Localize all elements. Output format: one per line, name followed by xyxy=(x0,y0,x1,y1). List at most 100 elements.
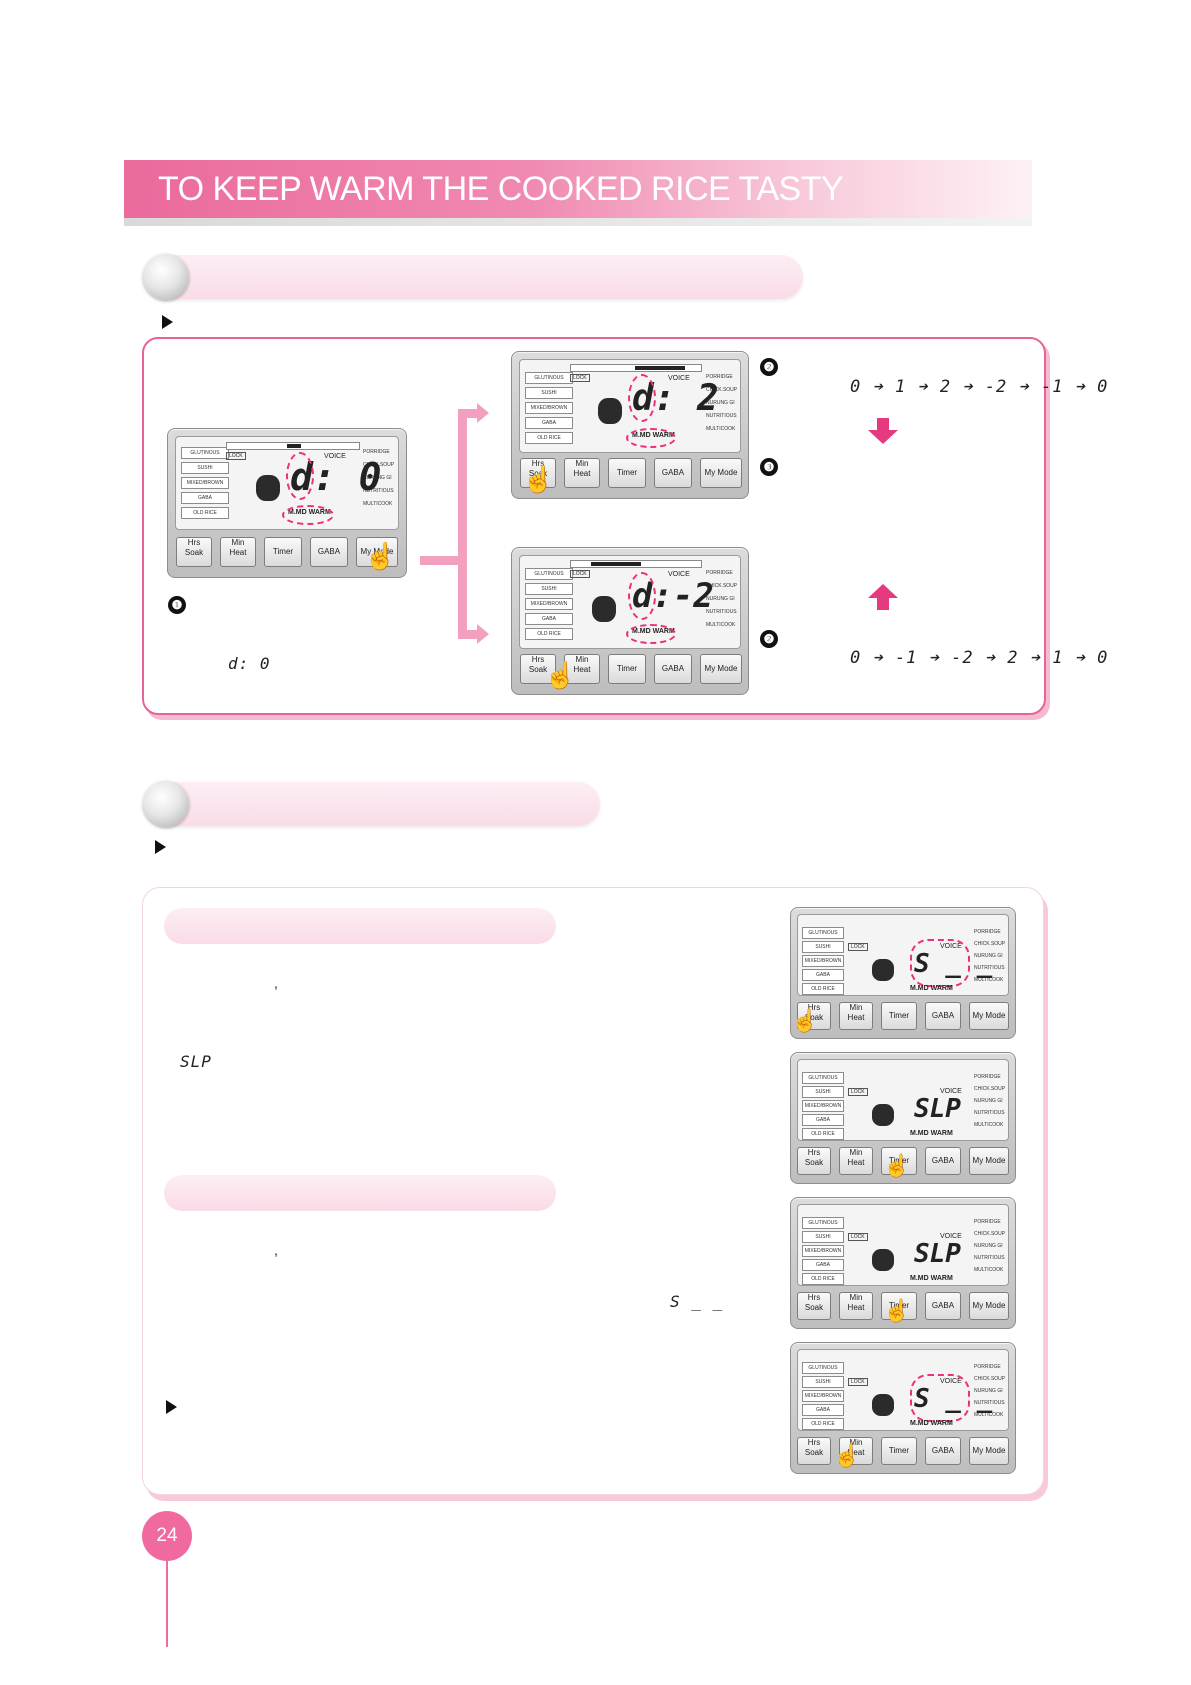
menu-label: MULTICOOK xyxy=(974,1267,1004,1273)
menu-label: MIXED/BROWN xyxy=(802,1245,844,1257)
control-panel-down: GLUTINOUS SUSHI MIXED/BROWN GABA OLD RIC… xyxy=(511,547,749,695)
section1-pointer-icon xyxy=(162,315,173,329)
menu-label: MIXED/BROWN xyxy=(802,1100,844,1112)
menu-labels-right: PORRIDGE CHICK.SOUP NURUNG GI NUTRITIOUS… xyxy=(706,372,737,435)
menu-label: OLD RICE xyxy=(525,628,573,640)
voice-indicator: VOICE xyxy=(940,1088,962,1095)
page-number-badge: 24 xyxy=(142,1511,192,1561)
display-code-slp: SLP xyxy=(180,1052,212,1071)
voice-indicator: VOICE xyxy=(940,1378,962,1385)
gaba-button[interactable]: GABA xyxy=(654,654,692,684)
menu-label: NUTRITIOUS xyxy=(974,1110,1005,1116)
gaba-button[interactable]: GABA xyxy=(310,537,348,567)
menu-label: CHICK.SOUP xyxy=(363,462,395,468)
mymode-button[interactable]: My Mode xyxy=(356,537,398,567)
button-label: Heat xyxy=(573,469,591,478)
arrow-head-icon xyxy=(477,403,489,423)
button-label: Min xyxy=(849,1148,863,1157)
progress-bar xyxy=(570,560,702,568)
control-panel-s2: GLUTINOUS SUSHI MIXED/BROWN GABA OLD RIC… xyxy=(790,1052,1016,1184)
sequence-up: 0 ➔ 1 ➔ 2 ➔ -2 ➔ -1 ➔ 0 xyxy=(850,377,1109,397)
arrow-down-icon xyxy=(868,430,898,444)
gaba-button[interactable]: GABA xyxy=(925,1147,961,1175)
menu-labels-right: PORRIDGE CHICK.SOUP NURUNG GI NUTRITIOUS… xyxy=(363,447,394,510)
progress-segments xyxy=(287,444,301,448)
menu-label: PORRIDGE xyxy=(706,570,733,576)
voice-indicator: VOICE xyxy=(668,571,690,578)
menu-label: SUSHI xyxy=(802,1376,844,1388)
mymode-button[interactable]: My Mode xyxy=(700,654,742,684)
mode-indicator: M.MD WARM xyxy=(910,985,953,992)
timer-button[interactable]: Timer xyxy=(608,458,646,488)
timer-button[interactable]: Timer xyxy=(881,1002,917,1030)
voice-indicator: VOICE xyxy=(324,453,346,460)
mode-highlight xyxy=(282,505,334,525)
lcd-screen: GLUTINOUS SUSHI MIXED/BROWN GABA OLD RIC… xyxy=(519,555,741,649)
menu-label: PORRIDGE xyxy=(974,929,1001,935)
menu-label: SUSHI xyxy=(181,462,229,474)
mode-indicator: M.MD WARM xyxy=(910,1275,953,1282)
button-label: Soak xyxy=(528,665,548,674)
menu-label: MIXED/BROWN xyxy=(802,1390,844,1402)
section2-heading-pill xyxy=(145,782,600,826)
menu-label: MIXED/BROWN xyxy=(802,955,844,967)
lcd-screen: GLUTINOUS SUSHI MIXED/BROWN GABA OLD RIC… xyxy=(797,1059,1009,1141)
blinking-highlight xyxy=(286,452,314,500)
mymode-button[interactable]: My Mode xyxy=(700,458,742,488)
menu-label: MIXED/BROWN xyxy=(525,402,573,414)
menu-labels-right: PORRIDGE CHICK.SOUP NURUNG GI NUTRITIOUS… xyxy=(706,568,737,631)
branch-arrow-stem xyxy=(420,556,462,565)
menu-label: NUTRITIOUS xyxy=(974,965,1005,971)
menu-label: CHICK.SOUP xyxy=(974,1376,1006,1382)
timer-button[interactable]: Timer xyxy=(608,654,646,684)
mymode-button[interactable]: My Mode xyxy=(969,1002,1009,1030)
timer-button[interactable]: Timer xyxy=(264,537,302,567)
menu-label: NURUNG GI xyxy=(974,953,1003,959)
lcd-screen: GLUTINOUS SUSHI MIXED/BROWN GABA OLD RIC… xyxy=(519,359,741,453)
menu-label: MIXED/BROWN xyxy=(181,477,229,489)
gaba-button[interactable]: GABA xyxy=(925,1002,961,1030)
arrow-down-stem xyxy=(877,418,889,430)
gaba-button[interactable]: GABA xyxy=(925,1292,961,1320)
mymode-button[interactable]: My Mode xyxy=(969,1147,1009,1175)
menu-label: GLUTINOUS xyxy=(802,1072,844,1084)
mymode-button[interactable]: My Mode xyxy=(969,1437,1009,1465)
menu-label: GLUTINOUS xyxy=(181,447,229,459)
timer-button[interactable]: Timer xyxy=(881,1147,917,1175)
page-number-line xyxy=(166,1561,168,1647)
menu-label: SUSHI xyxy=(802,1231,844,1243)
gaba-button[interactable]: GABA xyxy=(654,458,692,488)
menu-label: NURUNG GI xyxy=(974,1243,1003,1249)
gaba-button[interactable]: GABA xyxy=(925,1437,961,1465)
step-marker: ❶ xyxy=(168,596,186,614)
button-label: Min xyxy=(849,1438,863,1447)
lock-indicator: LOCK xyxy=(848,1088,868,1096)
timer-button[interactable]: Timer xyxy=(881,1437,917,1465)
branch-arrow-up xyxy=(462,409,478,418)
lcd-screen: GLUTINOUS SUSHI MIXED/BROWN GABA OLD RIC… xyxy=(797,1349,1009,1431)
timer-button[interactable]: Timer xyxy=(881,1292,917,1320)
punctuation: , xyxy=(274,1242,278,1258)
mymode-button[interactable]: My Mode xyxy=(969,1292,1009,1320)
control-panel-s3: GLUTINOUS SUSHI MIXED/BROWN GABA OLD RIC… xyxy=(790,1197,1016,1329)
menu-label: PORRIDGE xyxy=(974,1219,1001,1225)
lcd-screen: GLUTINOUS SUSHI MIXED/BROWN GABA OLD RIC… xyxy=(175,436,399,530)
menu-labels-left: GLUTINOUS SUSHI MIXED/BROWN GABA OLD RIC… xyxy=(802,1362,844,1430)
menu-label: GABA xyxy=(802,969,844,981)
menu-label: NUTRITIOUS xyxy=(706,609,737,615)
arrow-up-stem xyxy=(877,598,889,610)
